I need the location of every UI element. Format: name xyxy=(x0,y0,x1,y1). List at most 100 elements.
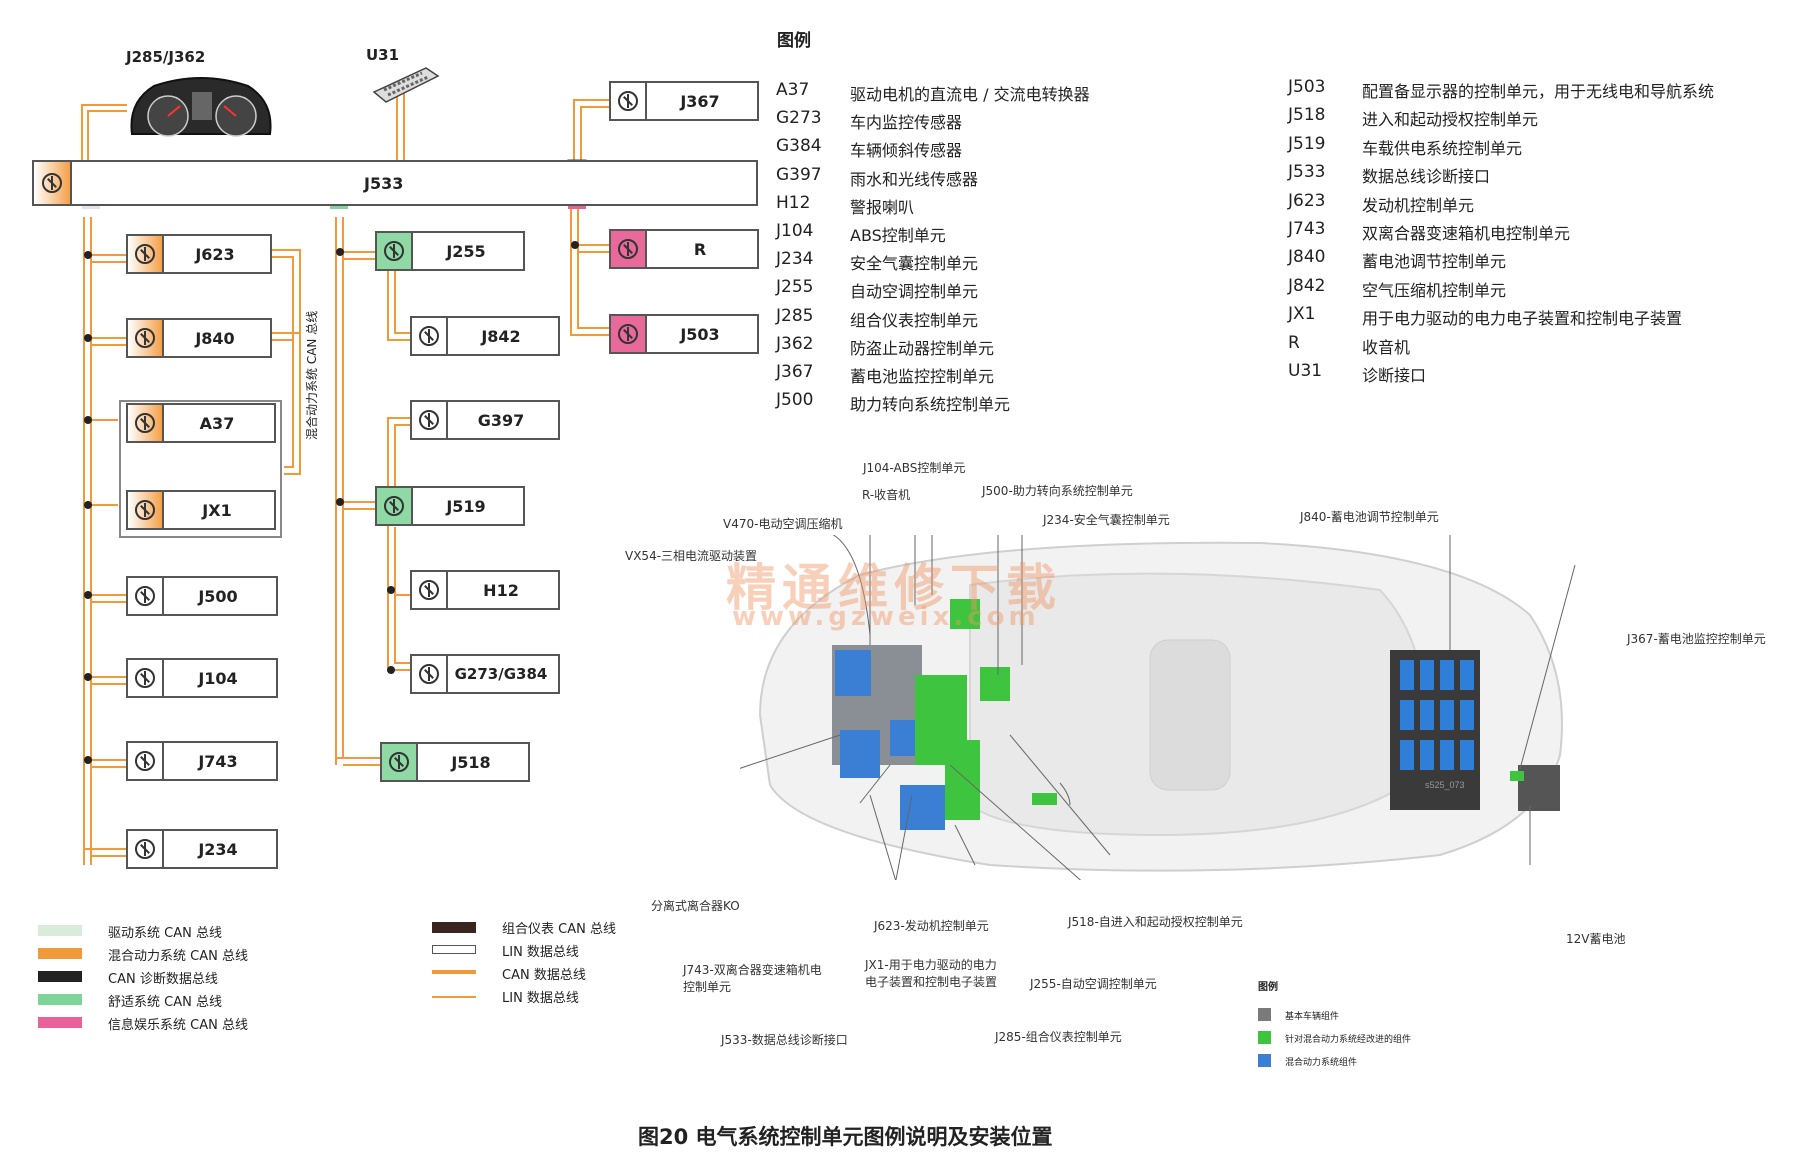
bus-swatch xyxy=(38,925,82,936)
mini-legend-swatch xyxy=(1258,1054,1271,1067)
legend-desc: 自动空调控制单元 xyxy=(850,282,979,302)
callout-j518: J518-自进入和起动授权控制单元 xyxy=(1068,915,1243,929)
legend-code: A37 xyxy=(776,80,810,100)
module-j367: J367 xyxy=(609,81,759,121)
wire-key-label: LIN 数据总线 xyxy=(502,991,579,1006)
mini-legend-label: 基本车辆组件 xyxy=(1285,1012,1340,1022)
legend-desc: 用于电力驱动的电力电子装置和控制电子装置 xyxy=(1362,309,1683,329)
control-unit-icon xyxy=(135,328,155,348)
wire-swatch xyxy=(432,945,476,954)
bus-swatch xyxy=(38,948,82,959)
diagram-caption: 图20 电气系统控制单元图例说明及安装位置 xyxy=(638,1125,1053,1149)
legend-code: G384 xyxy=(776,136,822,157)
module-j234: J234 xyxy=(126,829,278,869)
legend-desc: 驱动电机的直流电 / 交流电转换器 xyxy=(850,85,1090,104)
obd-connector-icon xyxy=(372,67,440,103)
obd-label: U31 xyxy=(366,46,400,64)
module-jx1: JX1 xyxy=(126,490,276,530)
module-label: G273/G384 xyxy=(454,665,548,683)
legend-code: J285 xyxy=(776,305,814,326)
legend-code: J518 xyxy=(1288,105,1326,126)
control-unit-icon xyxy=(389,752,409,772)
mini-legend-swatch xyxy=(1258,1031,1271,1044)
control-unit-icon xyxy=(135,500,155,520)
module-label: H12 xyxy=(483,580,519,600)
bus-side-label: 混合动力系统 CAN 总线 xyxy=(305,310,319,440)
gateway-label: J533 xyxy=(364,173,404,193)
mini-legend-title: 图例 xyxy=(1258,982,1278,993)
module-label: J518 xyxy=(451,752,491,772)
bus-swatch xyxy=(38,1017,82,1028)
legend-code: J623 xyxy=(1288,190,1326,211)
module-label: J234 xyxy=(198,839,238,859)
module-label: J842 xyxy=(481,326,521,346)
mini-legend-label: 混合动力系统组件 xyxy=(1285,1058,1358,1068)
module-label: J104 xyxy=(198,668,238,688)
legend-code: G273 xyxy=(776,108,822,129)
wire-key-label: LIN 数据总线 xyxy=(502,945,579,960)
module-j104: J104 xyxy=(126,658,278,698)
legend-desc: 车辆倾斜传感器 xyxy=(850,141,963,161)
legend-desc: 安全气囊控制单元 xyxy=(850,254,979,274)
cluster-label: J285/J362 xyxy=(126,48,206,66)
control-unit-icon xyxy=(419,410,439,430)
control-unit-icon xyxy=(419,664,439,684)
mini-legend-swatch xyxy=(1258,1008,1271,1021)
watermark-line1: 精通维修下载 xyxy=(726,558,1062,617)
module-j743: J743 xyxy=(126,741,278,781)
callout-vx54: VX54-三相电流驱动装置 xyxy=(625,549,758,563)
module-label: J623 xyxy=(195,244,235,264)
module-j519: J519 xyxy=(375,486,525,526)
module-j255: J255 xyxy=(375,231,525,271)
module-j623: J623 xyxy=(126,234,272,274)
wire-key-label: CAN 数据总线 xyxy=(502,968,586,983)
legend-code: J503 xyxy=(1288,77,1326,97)
bus-key-label: 驱动系统 CAN 总线 xyxy=(108,926,222,941)
legend-desc: 进入和起动授权控制单元 xyxy=(1362,110,1539,130)
legend-desc: 警报喇叭 xyxy=(850,197,915,217)
control-unit-icon xyxy=(135,413,155,433)
legend-code: G397 xyxy=(776,164,822,185)
legend-desc: 雨水和光线传感器 xyxy=(850,169,979,189)
legend-code: J367 xyxy=(776,362,814,382)
module-label: A37 xyxy=(199,413,235,433)
mini-legend-label: 针对混合动力系统经改进的组件 xyxy=(1285,1035,1412,1045)
control-unit-icon xyxy=(135,839,155,859)
wire-swatch xyxy=(432,970,476,974)
legend-desc: 配置备显示器的控制单元，用于无线电和导航系统 xyxy=(1362,82,1715,101)
legend-code: J743 xyxy=(1288,219,1326,239)
legend-desc: 空气压缩机控制单元 xyxy=(1362,280,1507,300)
module-j842: J842 xyxy=(410,316,560,356)
module-j503: J503 xyxy=(609,314,759,354)
bus-key-label: 信息娱乐系统 CAN 总线 xyxy=(108,1018,248,1033)
control-unit-icon xyxy=(384,496,404,516)
control-unit-icon xyxy=(618,91,638,111)
callout-battery: 12V蓄电池 xyxy=(1566,932,1626,946)
callout-v470: V470-电动空调压缩机 xyxy=(723,517,843,531)
control-unit-icon xyxy=(419,326,439,346)
callout-j255: J255-自动空调控制单元 xyxy=(1030,977,1157,991)
callout-jx1: JX1-用于电力驱动的电力电子装置和控制电子装置 xyxy=(865,958,998,989)
instrument-cluster-icon xyxy=(130,77,272,137)
module-h12: H12 xyxy=(410,570,560,610)
legend-code: J533 xyxy=(1288,162,1326,183)
callout-j623: J623-发动机控制单元 xyxy=(874,919,989,933)
control-unit-icon xyxy=(135,751,155,771)
callout-j285: J285-组合仪表控制单元 xyxy=(995,1030,1122,1044)
module-g397: G397 xyxy=(410,400,560,440)
figure-code: s525_073 xyxy=(1425,780,1465,790)
callout-j234: J234-安全气囊控制单元 xyxy=(1043,513,1170,527)
legend-desc: 双离合器变速箱机电控制单元 xyxy=(1362,224,1571,243)
control-unit-icon xyxy=(42,173,62,193)
legend-desc: 收音机 xyxy=(1362,337,1411,357)
module-j518: J518 xyxy=(380,742,530,782)
bus-key-label: 舒适系统 CAN 总线 xyxy=(108,995,222,1010)
legend-desc: 防盗止动器控制单元 xyxy=(850,338,995,358)
legend-code: J104 xyxy=(776,221,814,241)
legend-title: 图例 xyxy=(777,31,811,51)
callout-j840: J840-蓄电池调节控制单元 xyxy=(1300,510,1439,524)
callout-j367: J367-蓄电池监控控制单元 xyxy=(1627,632,1766,646)
legend-code: H12 xyxy=(776,192,811,213)
module-label: JX1 xyxy=(202,500,232,520)
